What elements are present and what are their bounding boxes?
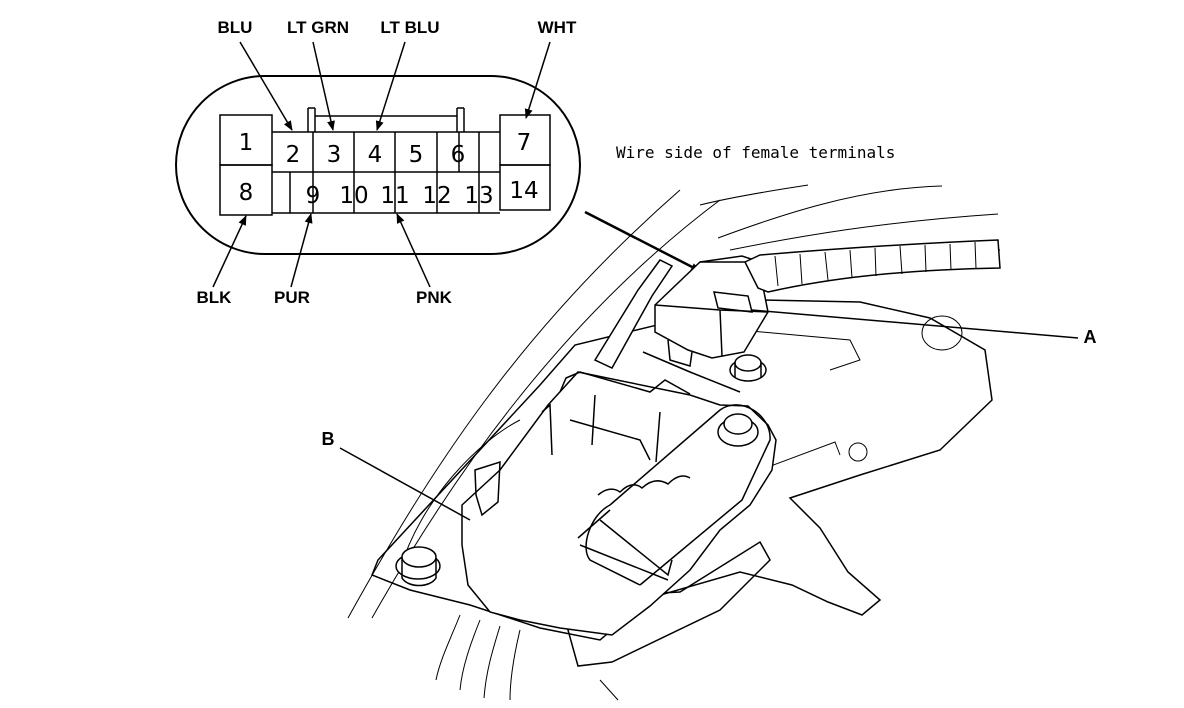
pin-6: 6 — [451, 142, 466, 168]
wire-label-pur: PUR — [274, 288, 310, 307]
pin-4: 4 — [368, 142, 383, 168]
wire-label-wht: WHT — [538, 18, 577, 37]
pin-8: 8 — [239, 180, 254, 206]
callout-b-leader — [339, 447, 471, 521]
callout-a-label: A — [1084, 327, 1097, 347]
wire-leaders — [212, 41, 551, 288]
pin-3: 3 — [327, 142, 342, 168]
wire-label-blu: BLU — [218, 18, 253, 37]
callout-b-label: B — [322, 429, 335, 449]
pin-12: 12 — [422, 183, 451, 209]
wire-label-lt-grn: LT GRN — [287, 18, 349, 37]
wire-label-lt-blu: LT BLU — [380, 18, 439, 37]
connector-latch — [307, 107, 465, 132]
pin-13: 13 — [464, 183, 493, 209]
pin-14: 14 — [509, 178, 538, 204]
wire-label-pnk: PNK — [416, 288, 453, 307]
pin-11: 11 — [380, 183, 409, 209]
assembly-drawing — [347, 184, 1001, 701]
wire-label-blk: BLK — [197, 288, 233, 307]
pin-9: 9 — [306, 183, 321, 209]
pin-10: 10 — [339, 183, 368, 209]
pin-5: 5 — [409, 142, 424, 168]
pin-2: 2 — [286, 142, 301, 168]
pin-7: 7 — [517, 130, 532, 156]
connector-outline — [175, 75, 581, 255]
callout-a-leader — [751, 309, 1079, 339]
pin-grid — [219, 114, 551, 216]
connector-caption: Wire side of female terminals — [616, 143, 895, 162]
connector-inset: 1 2 3 4 5 6 7 8 9 10 11 12 13 14 BLU LT … — [175, 18, 895, 307]
inset-pointer-arrow — [584, 210, 701, 273]
pin-1: 1 — [239, 130, 254, 156]
